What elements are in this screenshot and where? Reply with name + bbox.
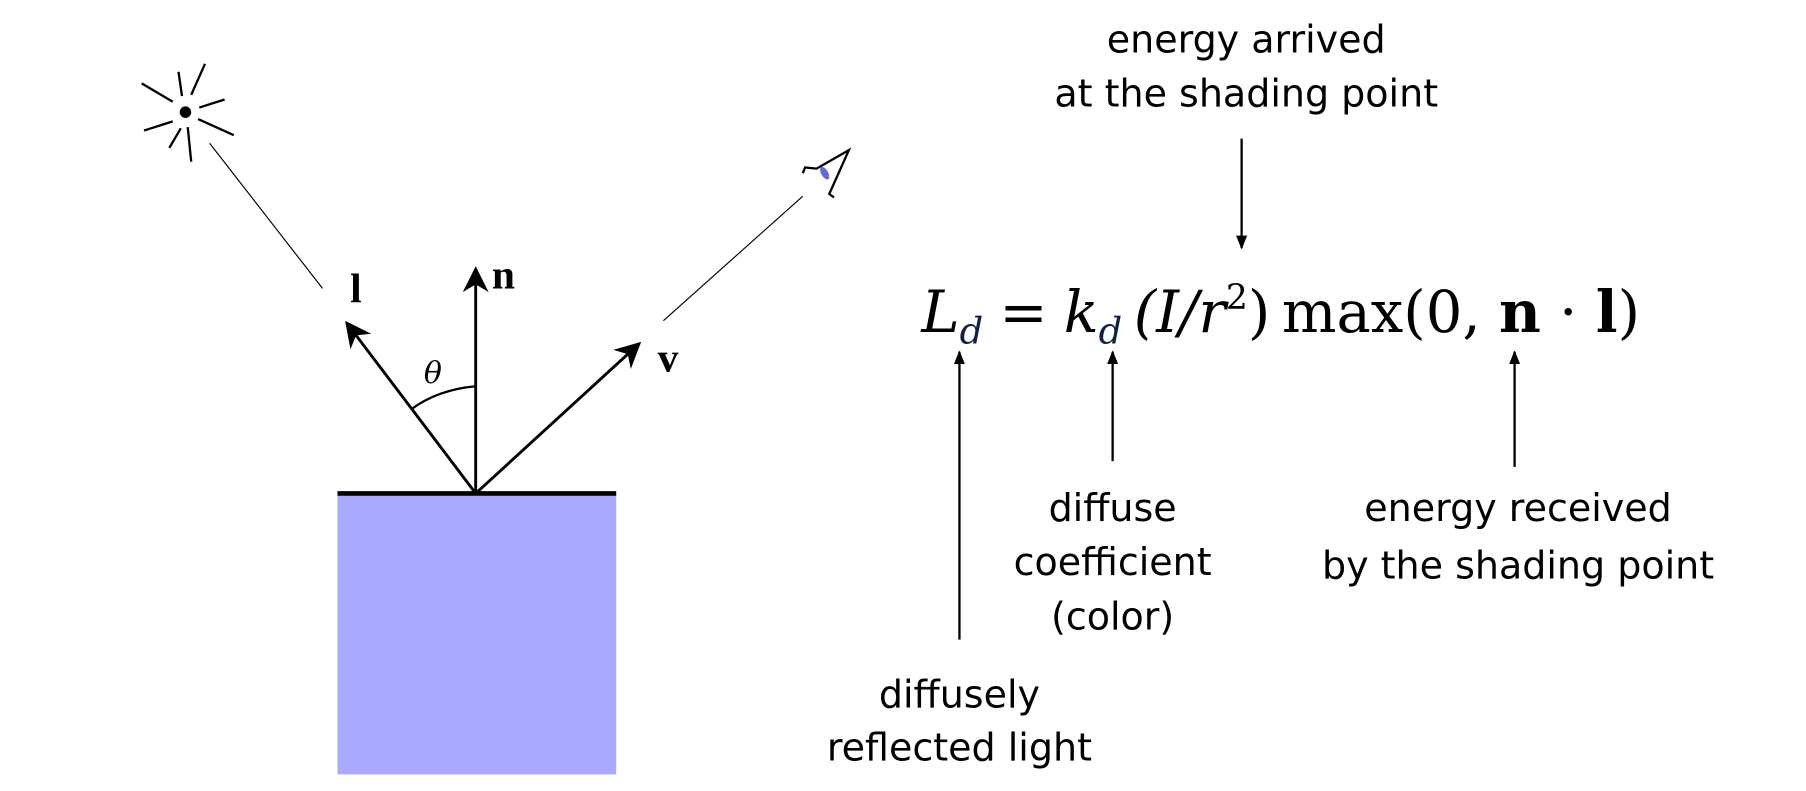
view-vector-label: v — [658, 334, 679, 380]
light-vector-label: l — [350, 265, 362, 311]
view-direction-line — [663, 195, 804, 322]
eye-icon — [801, 147, 852, 199]
max-annotation-line1: energy received — [1364, 486, 1671, 530]
top-annotation-line2: at the shading point — [1054, 71, 1438, 115]
surface-block — [337, 493, 617, 775]
max-annotation-line2: by the shading point — [1322, 544, 1714, 588]
lhs-annotation-line1: diffusely — [879, 673, 1040, 717]
normal-vector-label: n — [492, 251, 515, 297]
lhs-annotation-line2: reflected light — [827, 726, 1092, 770]
top-annotation-line1: energy arrived — [1107, 17, 1386, 61]
light-source-icon — [141, 63, 235, 162]
coef-annotation-line3: (color) — [1051, 594, 1174, 638]
theta-label: θ — [424, 356, 442, 391]
coef-annotation-line2: coefficient — [1014, 540, 1212, 584]
diffuse-equation: Ld=kd(I/r2)max(0, n · l) — [920, 278, 1640, 353]
view-vector-arrow — [474, 341, 642, 495]
coef-annotation-line1: diffuse — [1049, 486, 1177, 530]
light-direction-line — [209, 142, 323, 289]
angle-arc — [410, 385, 476, 411]
